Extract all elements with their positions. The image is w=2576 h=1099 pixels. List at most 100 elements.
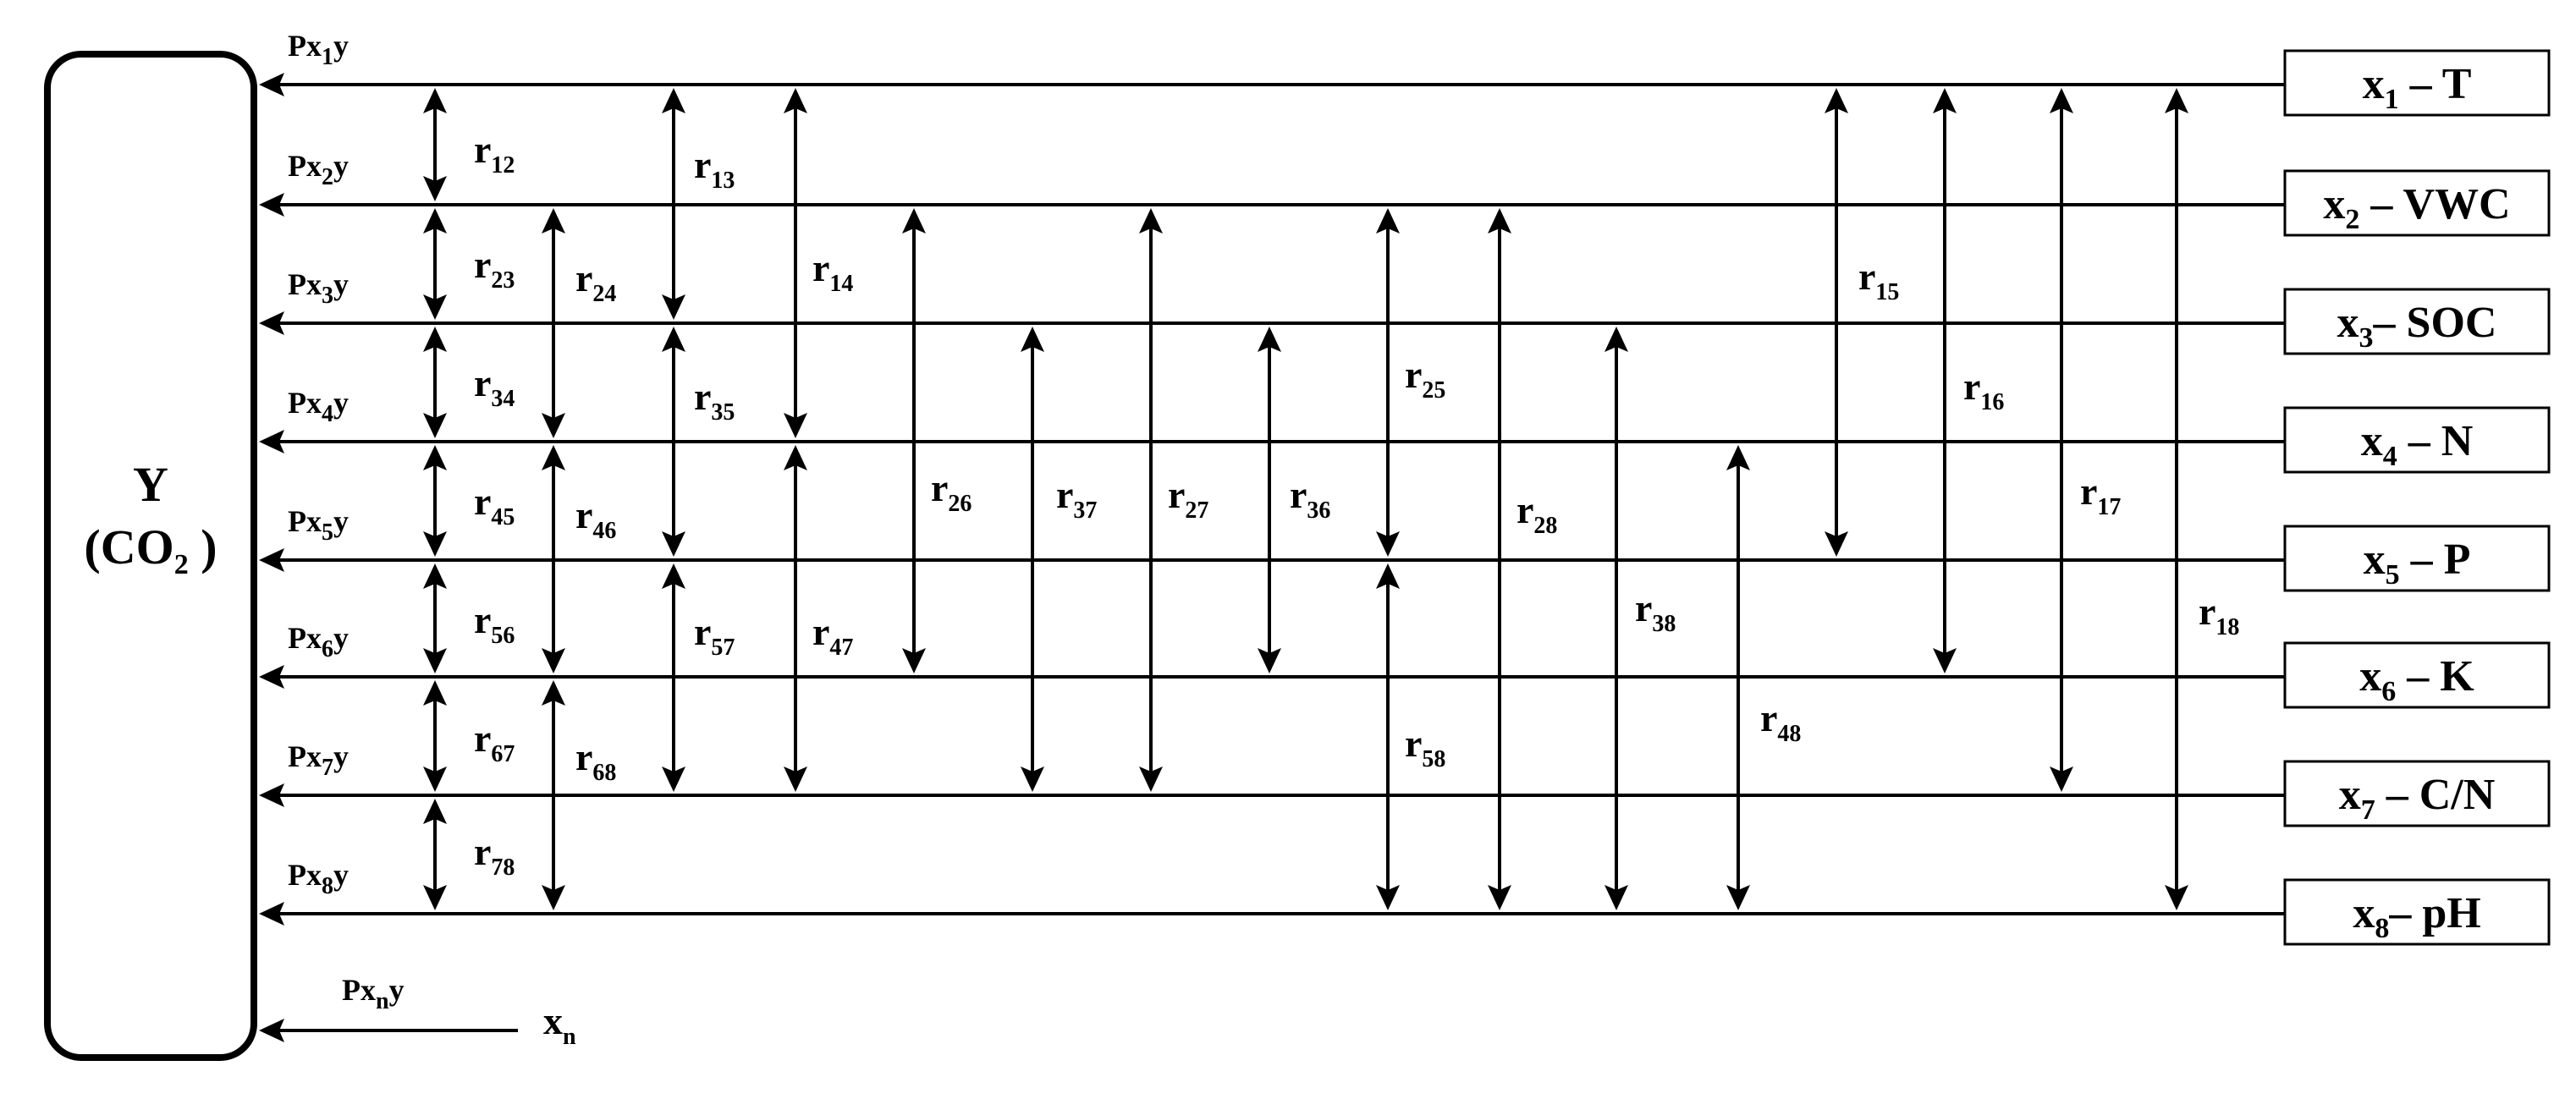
correlation-label-r58: r58 <box>1405 722 1445 772</box>
correlation-r36: r36 <box>1258 327 1330 673</box>
correlation-arrowhead-top-r45 <box>423 445 447 470</box>
path-label-x1: Px1y <box>288 29 349 70</box>
correlation-label-r18: r18 <box>2199 590 2239 640</box>
variable-label-x4: x4 – N <box>2361 417 2474 472</box>
correlation-label-r57: r57 <box>694 610 735 661</box>
correlation-arrowhead-top-r47 <box>784 445 807 470</box>
correlation-arrowhead-top-r12 <box>423 88 447 113</box>
generic-arrowhead <box>259 1019 284 1042</box>
correlation-r78: r78 <box>423 799 515 910</box>
correlation-arrowhead-top-r14 <box>784 88 807 113</box>
arrowhead-x2 <box>259 193 284 217</box>
variable-box-x3 <box>2283 288 2551 355</box>
correlation-arrowhead-bottom-r35 <box>662 531 685 557</box>
correlation-arrowhead-top-r25 <box>1376 208 1400 234</box>
correlation-r57: r57 <box>662 563 735 792</box>
correlation-label-r15: r15 <box>1858 255 1899 305</box>
correlation-r14: r14 <box>784 88 853 438</box>
correlation-arrowhead-bottom-r25 <box>1376 531 1400 557</box>
correlation-r28: r28 <box>1488 208 1557 910</box>
path-label-x5: Px5y <box>288 504 349 546</box>
correlation-r38: r38 <box>1604 327 1676 910</box>
correlation-label-r25: r25 <box>1405 353 1445 404</box>
path-label-x3: Px3y <box>288 267 349 309</box>
arrowhead-x4 <box>259 430 284 453</box>
correlation-arrowhead-bottom-r23 <box>423 294 447 320</box>
variable-box-x5 <box>2283 525 2551 592</box>
correlation-label-r47: r47 <box>812 610 853 661</box>
correlation-arrowhead-bottom-r34 <box>423 413 447 438</box>
correlation-label-r28: r28 <box>1516 488 1557 539</box>
correlation-arrowhead-top-r48 <box>1726 445 1750 470</box>
correlation-arrowhead-bottom-r36 <box>1258 648 1281 673</box>
correlation-r67: r67 <box>423 680 515 792</box>
y-sublabel: (CO2 ) <box>84 519 217 580</box>
correlation-arrowhead-top-r15 <box>1825 88 1848 113</box>
correlation-arrowhead-top-r56 <box>423 563 447 589</box>
variable-box-x1 <box>2283 49 2551 117</box>
correlation-r27: r27 <box>1139 208 1208 792</box>
correlation-label-r16: r16 <box>1963 365 2004 415</box>
correlation-label-r37: r37 <box>1056 473 1097 524</box>
y-box-border <box>44 51 257 1061</box>
generic-path: Pxny xn <box>259 973 576 1050</box>
correlation-r34: r34 <box>423 327 515 438</box>
correlation-label-r36: r36 <box>1290 473 1330 524</box>
generic-path-label: Pxny <box>342 973 405 1014</box>
correlation-arrowhead-bottom-r38 <box>1604 885 1628 910</box>
correlation-arrowhead-top-r23 <box>423 208 447 234</box>
correlation-r47: r47 <box>784 445 853 792</box>
variable-row-1: Px1y x1 – T <box>259 29 2551 117</box>
correlation-arrowhead-top-r28 <box>1488 208 1511 234</box>
correlation-label-r38: r38 <box>1635 586 1676 637</box>
correlation-label-r17: r17 <box>2080 470 2121 520</box>
correlation-r17: r17 <box>2050 88 2121 792</box>
correlation-r18: r18 <box>2165 88 2239 910</box>
correlation-arrowhead-top-r34 <box>423 327 447 352</box>
correlation-arrowhead-bottom-r56 <box>423 648 447 673</box>
correlation-arrowhead-bottom-r26 <box>902 648 926 673</box>
correlation-arrowhead-top-r26 <box>902 208 926 234</box>
arrowhead-x3 <box>259 311 284 335</box>
correlation-arrowhead-bottom-r47 <box>784 767 807 792</box>
correlation-label-r35: r35 <box>694 375 735 426</box>
correlation-arrowhead-bottom-r57 <box>662 767 685 792</box>
path-label-x4: Px4y <box>288 386 349 427</box>
variable-label-x8: x8– pH <box>2353 889 2480 944</box>
correlation-r48: r48 <box>1726 445 1801 910</box>
correlation-arrowhead-bottom-r46 <box>542 648 565 673</box>
correlation-arrowhead-bottom-r28 <box>1488 885 1511 910</box>
correlation-label-r12: r12 <box>474 128 515 179</box>
correlation-label-r46: r46 <box>575 493 616 544</box>
variable-label-x7: x7 – C/N <box>2339 771 2496 826</box>
arrowhead-x7 <box>259 783 284 807</box>
correlation-label-r34: r34 <box>474 361 515 412</box>
variable-box-x2 <box>2283 169 2551 237</box>
correlation-arrowhead-top-r37 <box>1021 327 1044 352</box>
correlation-arrowhead-top-r16 <box>1933 88 1957 113</box>
correlation-label-r13: r13 <box>694 143 735 194</box>
correlation-arrowhead-top-r67 <box>423 680 447 706</box>
correlation-label-r24: r24 <box>575 256 616 307</box>
correlation-arrowhead-bottom-r78 <box>423 885 447 910</box>
correlation-arrowhead-bottom-r17 <box>2050 767 2073 792</box>
response-variable-box: Y (CO2 ) <box>44 51 257 1061</box>
correlation-label-r14: r14 <box>812 246 853 297</box>
correlation-label-r23: r23 <box>474 243 515 294</box>
generic-x-label: xn <box>543 999 576 1050</box>
correlation-arrowhead-top-r68 <box>542 680 565 706</box>
correlation-arrows: r12r23r34r45r56r67r78r24r46r68r13r35r57r… <box>423 88 2239 910</box>
correlation-arrowhead-bottom-r68 <box>542 885 565 910</box>
correlation-arrowhead-top-r36 <box>1258 327 1281 352</box>
correlation-arrowhead-bottom-r15 <box>1825 531 1848 557</box>
variable-label-x1: x1 – T <box>2363 60 2472 115</box>
correlation-label-r56: r56 <box>474 598 515 649</box>
variable-box-x7 <box>2283 760 2551 827</box>
variable-label-x5: x5 – P <box>2364 536 2471 591</box>
